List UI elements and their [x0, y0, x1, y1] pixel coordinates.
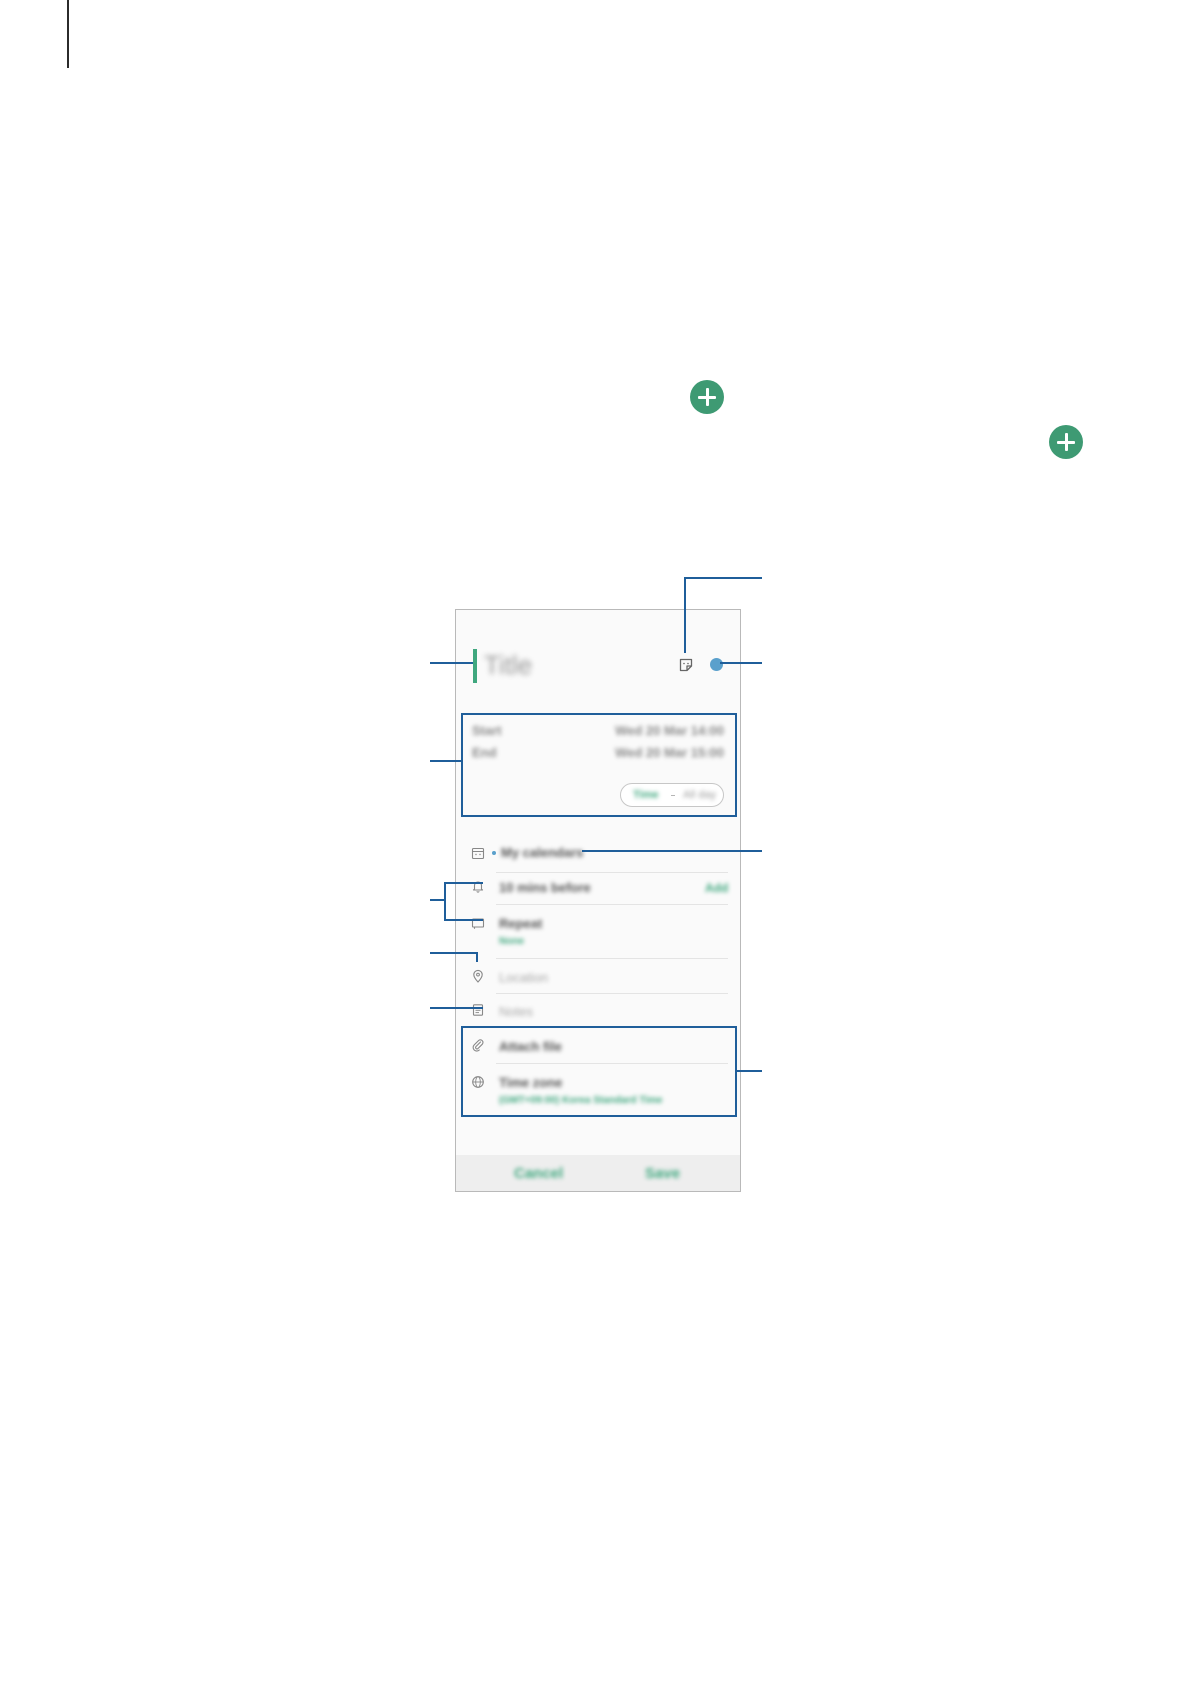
- save-button[interactable]: Save: [645, 1165, 681, 1182]
- row-divider: [496, 993, 728, 994]
- bottom-action-bar: Cancel Save: [456, 1155, 740, 1191]
- timezone-label[interactable]: Time zone: [499, 1075, 563, 1090]
- row-divider: [496, 904, 728, 905]
- toggle-separator: [671, 795, 675, 796]
- attach-file-button[interactable]: Attach file: [499, 1039, 562, 1054]
- location-field[interactable]: Location: [499, 970, 549, 985]
- cancel-button[interactable]: Cancel: [514, 1165, 564, 1182]
- end-label: End: [472, 745, 497, 760]
- repeat-label[interactable]: Repeat: [499, 916, 543, 931]
- globe-icon: [471, 1075, 485, 1089]
- row-divider: [496, 1063, 728, 1064]
- start-value[interactable]: Wed 20 Mar 14:00: [615, 723, 724, 738]
- text-cursor: [473, 649, 477, 683]
- repeat-value: None: [499, 936, 524, 947]
- time-allday-toggle[interactable]: Time All day: [620, 783, 724, 807]
- calendar-icon: [471, 846, 485, 860]
- plus-circle-icon: [690, 380, 724, 414]
- reminder-value[interactable]: 10 mins before: [499, 880, 591, 895]
- event-color-dot[interactable]: [710, 658, 723, 671]
- end-value[interactable]: Wed 20 Mar 15:00: [615, 745, 724, 760]
- notes-field[interactable]: Notes: [499, 1004, 533, 1019]
- location-pin-icon: [471, 969, 485, 983]
- start-label: Start: [472, 723, 502, 738]
- row-divider: [496, 958, 728, 959]
- page-margin-rule: [67, 0, 69, 68]
- row-divider: [496, 872, 728, 873]
- title-field[interactable]: Title: [484, 650, 533, 680]
- date-time-highlight: [461, 713, 737, 817]
- timezone-value: (GMT+09:00) Korea Standard Time: [499, 1095, 663, 1106]
- paperclip-icon: [471, 1038, 485, 1052]
- sticker-icon[interactable]: [678, 657, 694, 673]
- plus-circle-icon: [1049, 425, 1083, 459]
- calendar-color-dot: [492, 851, 496, 855]
- toggle-time[interactable]: Time: [633, 789, 659, 801]
- toggle-allday[interactable]: All day: [683, 789, 717, 801]
- more-options-highlight: [461, 1026, 737, 1117]
- calendar-selector[interactable]: My calendars: [501, 845, 584, 860]
- reminder-add-button[interactable]: Add: [705, 881, 729, 895]
- event-edit-screen: Title Start Wed 20 Mar 14:00 End Wed 20 …: [455, 609, 741, 1192]
